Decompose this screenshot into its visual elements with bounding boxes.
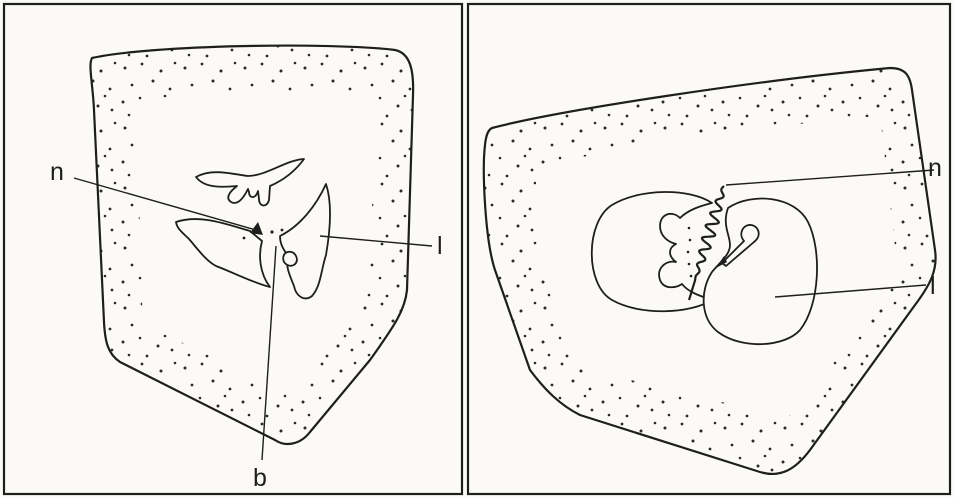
left-center-dot [281, 229, 284, 232]
right-label-n: n [928, 154, 942, 182]
left-label-b: b [253, 464, 267, 492]
right-panel: n l [468, 4, 950, 494]
right-label-l: l [930, 272, 936, 300]
left-inner-loop [283, 252, 297, 266]
left-label-l: l [437, 232, 443, 260]
left-panel: n l b [4, 4, 462, 494]
left-center-dot [270, 230, 273, 233]
left-center-dot [243, 237, 246, 240]
left-label-n: n [50, 158, 64, 186]
